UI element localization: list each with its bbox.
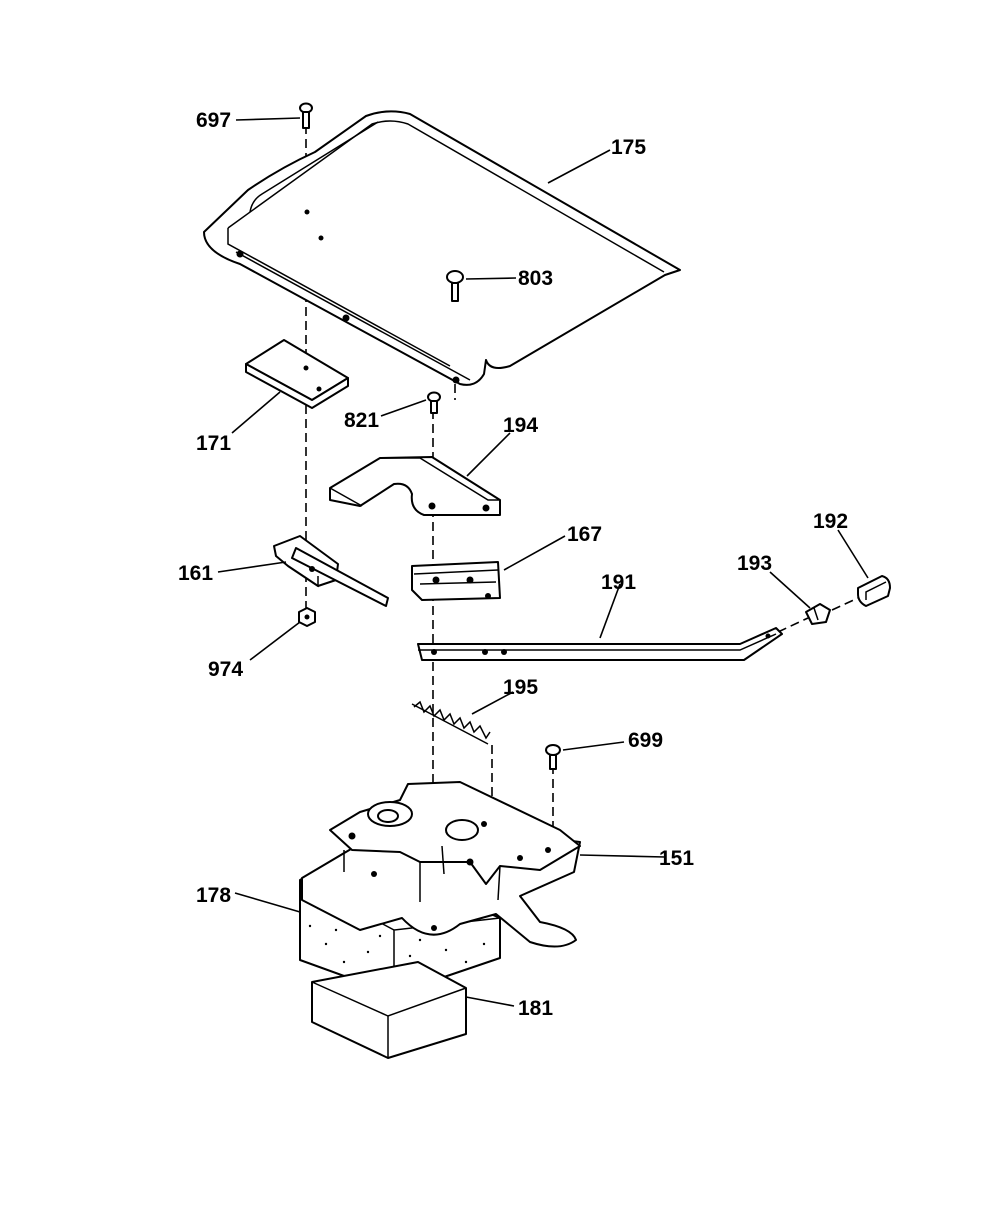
part-193-clip <box>805 603 831 625</box>
part-194-bracket <box>329 456 501 516</box>
label-151: 151 <box>659 847 694 870</box>
label-697: 697 <box>196 109 231 132</box>
label-178: 178 <box>196 884 231 907</box>
label-803: 803 <box>518 267 553 290</box>
part-195-spring <box>411 700 491 745</box>
part-181-insulation-pad <box>311 961 467 1059</box>
part-labels: 697 175 803 821 171 194 167 161 192 193 … <box>178 109 848 1020</box>
part-697-screw <box>299 102 313 129</box>
label-699: 699 <box>628 729 663 752</box>
label-192: 192 <box>813 510 848 533</box>
part-191-handle-rod <box>417 627 783 661</box>
part-175-cover-panel <box>203 110 681 386</box>
leader-lines <box>217 117 869 1007</box>
label-974: 974 <box>208 658 243 681</box>
label-193: 193 <box>737 552 772 575</box>
label-195: 195 <box>503 676 538 699</box>
part-803-screw <box>446 270 464 302</box>
label-167: 167 <box>567 523 602 546</box>
label-194: 194 <box>503 414 538 437</box>
part-699-screw <box>545 744 561 770</box>
part-167-switch-block <box>411 561 501 601</box>
part-192-knob <box>857 575 891 607</box>
part-821-screw <box>427 391 441 414</box>
label-161: 161 <box>178 562 213 585</box>
part-171-insulator-plate <box>245 339 349 409</box>
label-191: 191 <box>601 571 636 594</box>
label-821: 821 <box>344 409 379 432</box>
part-974-nut <box>298 607 316 627</box>
label-171: 171 <box>196 432 231 455</box>
part-161-micro-switch <box>273 535 389 607</box>
part-151-latch-assembly <box>301 781 581 948</box>
label-175: 175 <box>611 136 646 159</box>
label-181: 181 <box>518 997 553 1020</box>
